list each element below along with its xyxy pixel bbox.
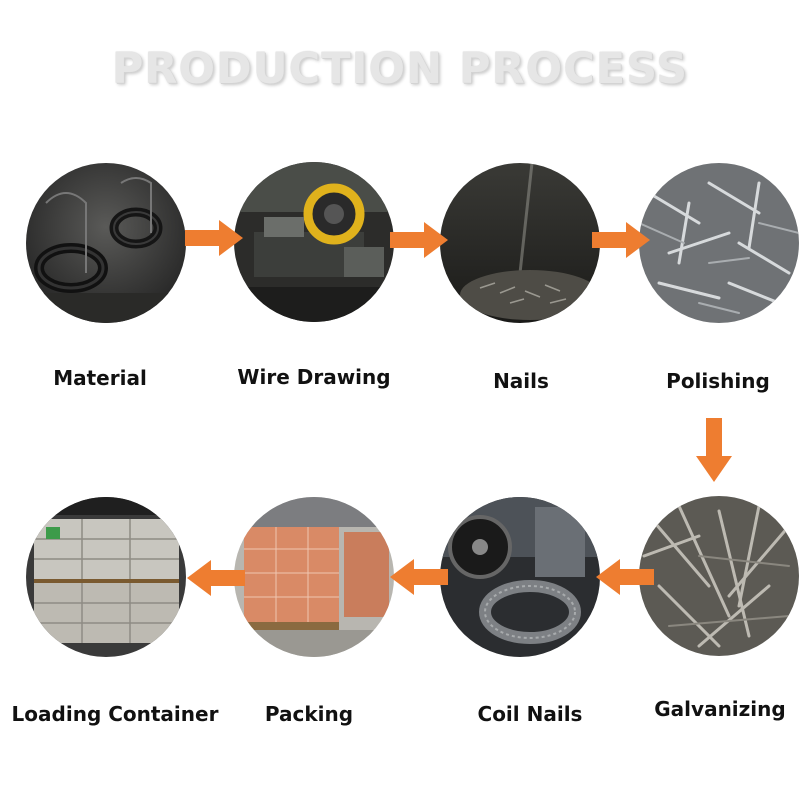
step-coil-nails-photo xyxy=(440,497,600,657)
step-label-wire-drawing: Wire Drawing xyxy=(237,365,391,389)
arrow-right-icon xyxy=(592,222,650,258)
arrow-left-icon xyxy=(187,560,245,596)
arrow-left-icon xyxy=(596,559,654,595)
step-label-nails: Nails xyxy=(493,369,549,393)
step-label-galvanizing: Galvanizing xyxy=(654,697,786,721)
step-label-loading-container: Loading Container xyxy=(11,702,219,726)
arrow-down-icon xyxy=(696,418,732,482)
step-label-material: Material xyxy=(53,366,147,390)
arrow-right-icon xyxy=(185,220,243,256)
step-wire-drawing-photo xyxy=(234,162,394,322)
step-nails-photo xyxy=(440,163,600,323)
step-polishing-photo xyxy=(639,163,799,323)
step-packing-photo xyxy=(234,497,394,657)
step-label-polishing: Polishing xyxy=(666,369,770,393)
step-label-packing: Packing xyxy=(264,702,354,726)
step-label-coil-nails: Coil Nails xyxy=(477,702,583,726)
arrow-left-icon xyxy=(390,559,448,595)
step-galvanizing-photo xyxy=(639,496,799,656)
arrow-right-icon xyxy=(390,222,448,258)
page-title: PRODUCTION PROCESS xyxy=(111,44,689,94)
step-loading-container-photo xyxy=(26,497,186,657)
step-material-photo xyxy=(26,163,186,323)
